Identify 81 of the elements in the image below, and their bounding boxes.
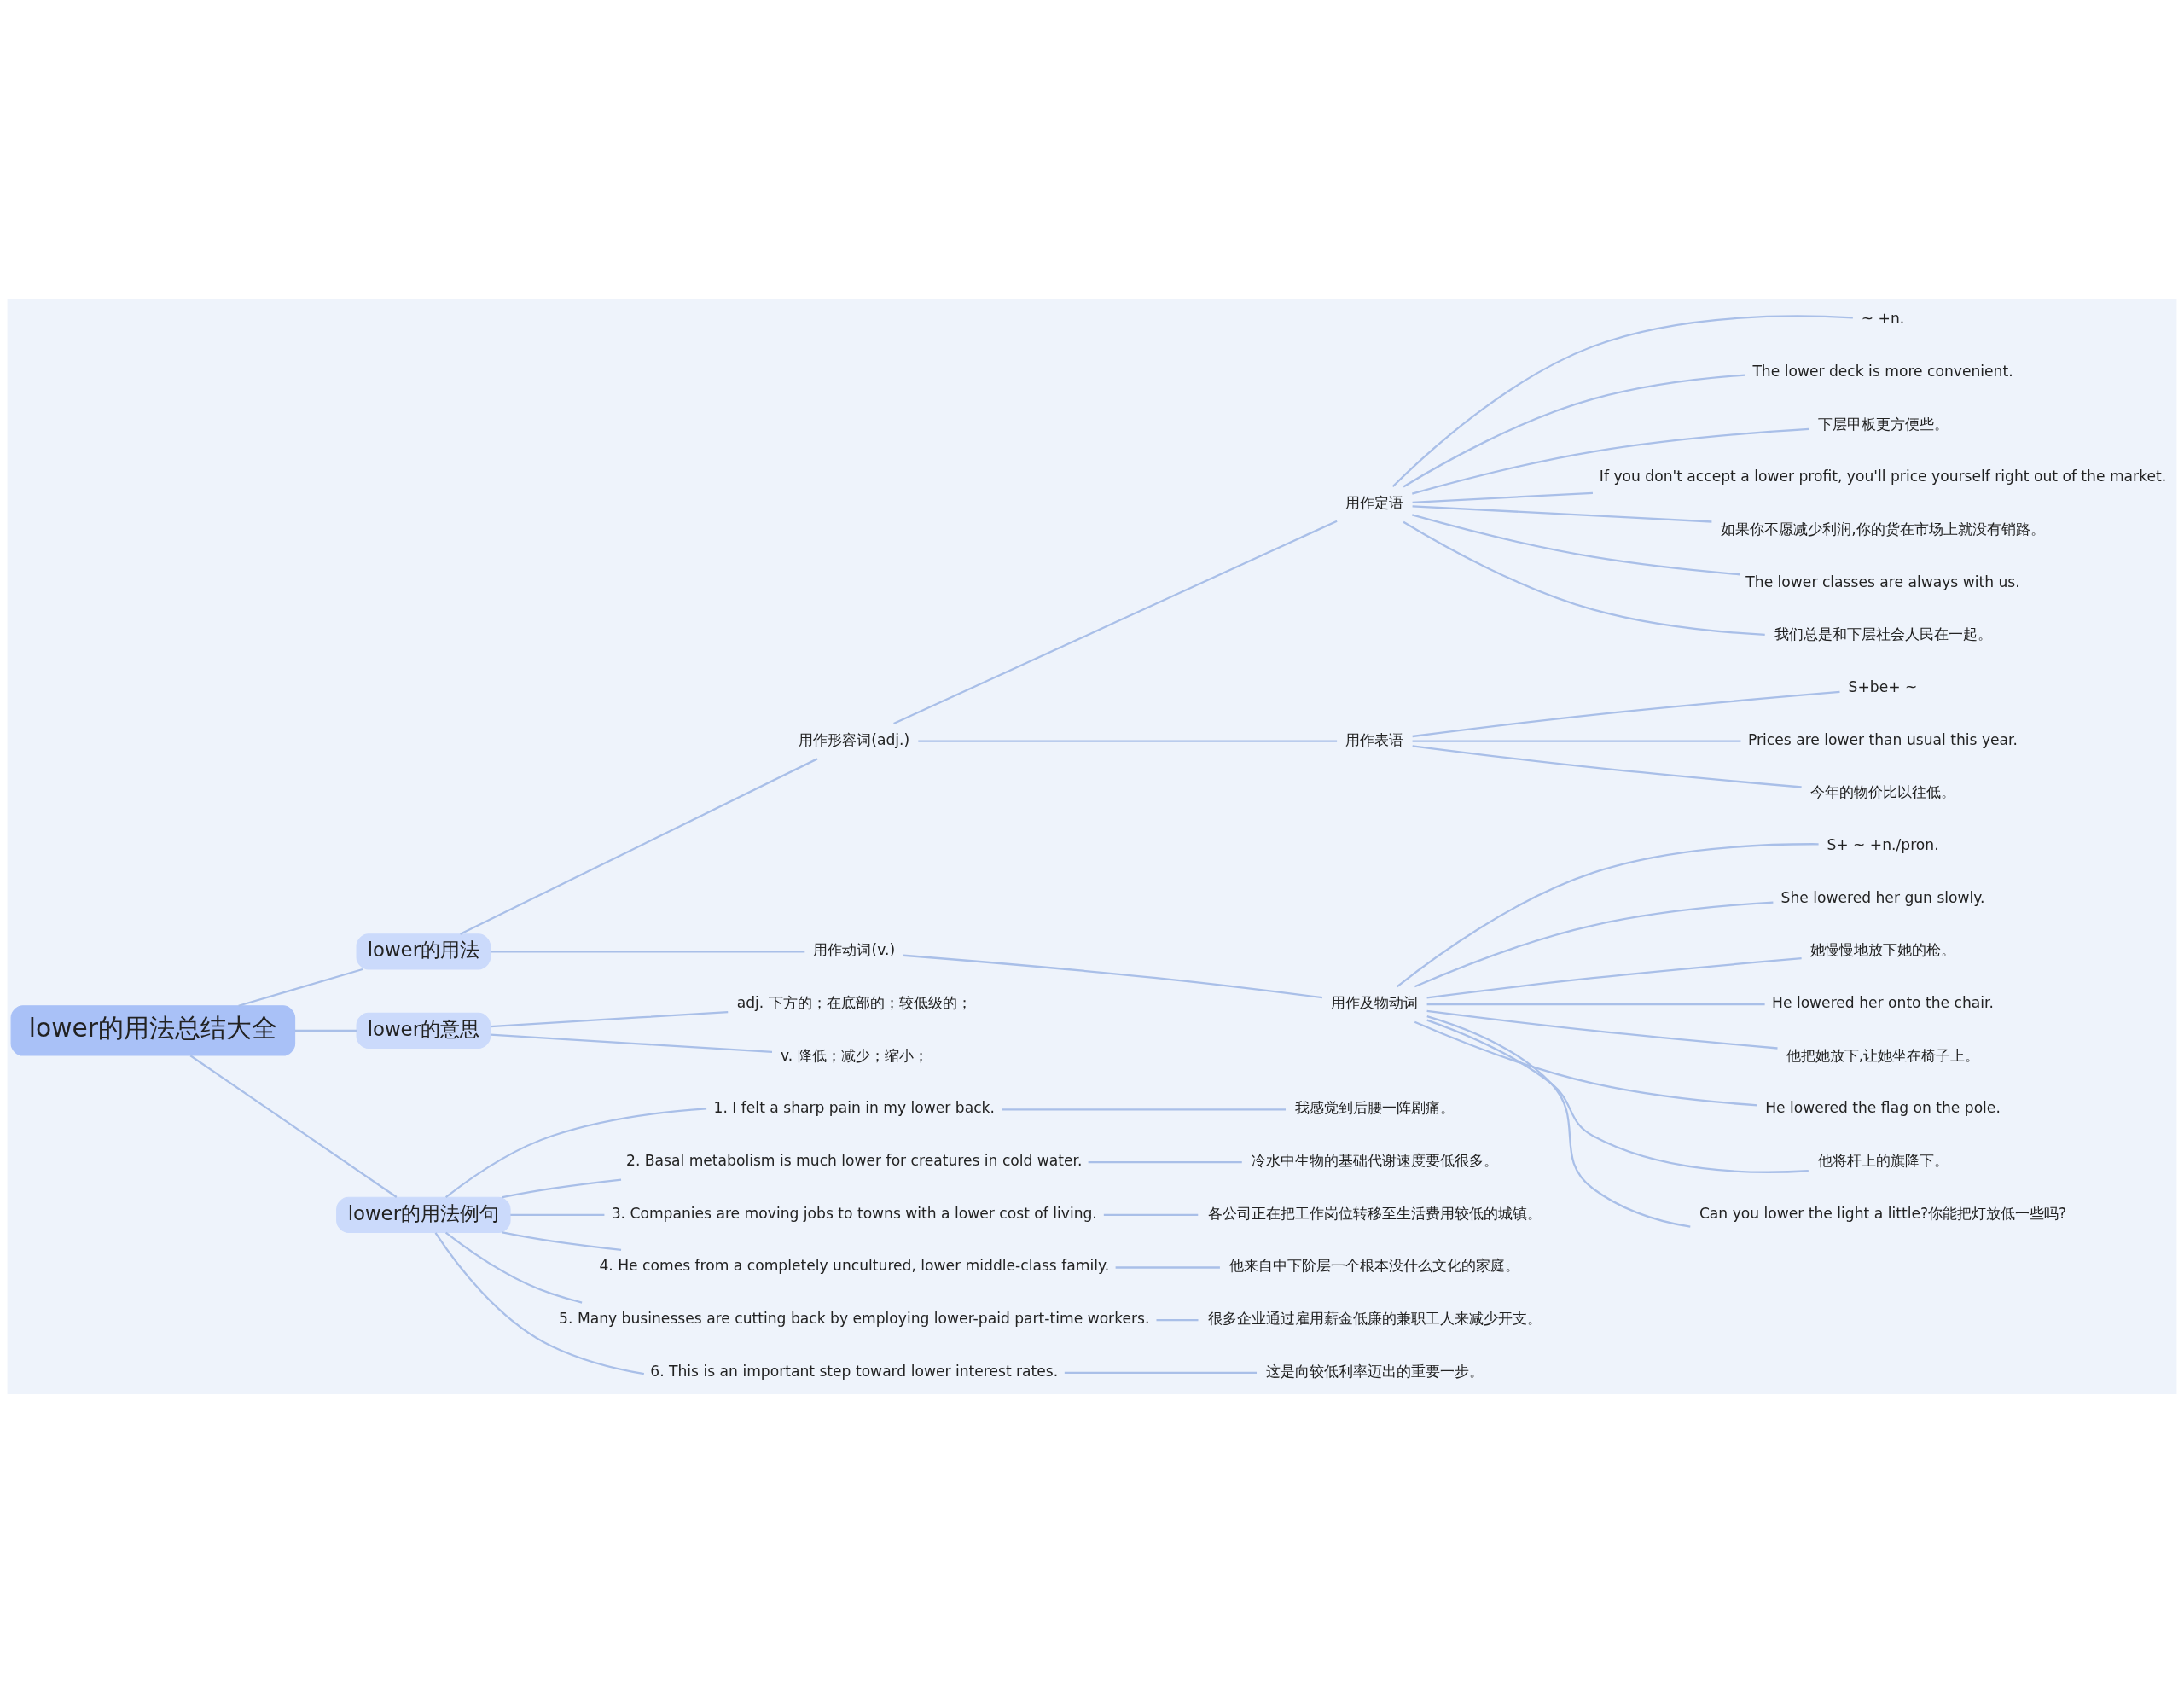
node-text: adj. 下方的；在底部的；较低级的； — [736, 993, 972, 1011]
node-text: He lowered her onto the chair. — [1772, 993, 1994, 1011]
node-text: 2. Basal metabolism is much lower for creatures in cold water. — [626, 1151, 1083, 1169]
node-text: He lowered the flag on the pole. — [1765, 1098, 2001, 1116]
node-text: 用作动词(v.) — [813, 940, 896, 958]
node-text: 5. Many businesses are cutting back by employing lower-paid part-time workers. — [559, 1309, 1150, 1327]
node-text: 3. Companies are moving jobs to towns with a lower cost of living. — [611, 1204, 1097, 1222]
connector — [502, 1178, 622, 1198]
connector — [490, 1010, 729, 1027]
connector — [1426, 1003, 1765, 1005]
node-text: 今年的物价比以往低。 — [1810, 782, 1956, 800]
connector — [903, 954, 1323, 998]
connector — [918, 740, 1338, 742]
node-text: 4. He comes from a completely uncultured, lower middle-class family. — [599, 1256, 1110, 1274]
connector — [510, 1213, 605, 1216]
connector — [490, 1033, 773, 1053]
connector — [490, 950, 805, 952]
connector — [434, 1231, 645, 1375]
connector — [1002, 1108, 1287, 1111]
node-text: 我感觉到后腰一阵剧痛。 — [1294, 1098, 1455, 1116]
connector — [189, 1054, 398, 1198]
connector — [502, 1230, 622, 1251]
node-text: 他将杆上的旗降下。 — [1817, 1151, 1949, 1169]
connector — [1064, 1371, 1257, 1374]
node-text: 冷水中生物的基础代谢速度要低很多。 — [1251, 1151, 1498, 1169]
node-text: S+ ~ +n./pron. — [1827, 835, 1939, 853]
connector — [1412, 491, 1593, 503]
node-text: 用作及物动词 — [1331, 993, 1419, 1011]
connector — [1088, 1160, 1242, 1163]
connector — [1412, 744, 1802, 788]
node-text: The lower deck is more convenient. — [1752, 362, 2013, 380]
connector — [1103, 1213, 1199, 1216]
node-box: lower的用法 — [356, 933, 491, 969]
connector — [444, 1107, 707, 1198]
node-text: 我们总是和下层社会人民在一起。 — [1774, 625, 1992, 642]
connector — [1412, 427, 1809, 495]
node-text: 如果你不愿减少利润,你的货在市场上就没有销路。 — [1721, 520, 2045, 538]
connector — [1391, 314, 1853, 487]
connector — [1414, 900, 1774, 987]
node-text: 很多企业通过雇用薪金低廉的兼职工人来减少开支。 — [1207, 1309, 1542, 1327]
connector — [1414, 1020, 1758, 1106]
node-text: 各公司正在把工作岗位转移至生活费用较低的城镇。 — [1207, 1204, 1542, 1222]
node-box: lower的用法例句 — [336, 1196, 511, 1233]
node-text: 他把她放下,让她坐在椅子上。 — [1786, 1046, 1980, 1064]
connector — [1156, 1318, 1199, 1321]
connector — [1426, 956, 1802, 998]
connector — [238, 968, 363, 1007]
connector — [1115, 1265, 1220, 1269]
connector — [1426, 1009, 1778, 1050]
connector — [1426, 1019, 1809, 1173]
node-text: 这是向较低利率迈出的重要一步。 — [1265, 1362, 1484, 1380]
connector — [1412, 513, 1740, 575]
node-text: She lowered her gun slowly. — [1780, 888, 1985, 906]
connector — [459, 757, 818, 935]
node-text: The lower classes are always with us. — [1745, 573, 2020, 590]
node-text: If you don't accept a lower profit, you'll price yourself right out of the market. — [1599, 467, 2167, 485]
connector — [444, 1231, 583, 1304]
connector — [893, 520, 1338, 724]
node-text: Can you lower the light a little?你能把灯放低一些吗? — [1699, 1204, 2067, 1222]
connector — [1403, 520, 1765, 636]
connector — [1412, 690, 1840, 737]
node-text: 用作表语 — [1345, 730, 1404, 748]
node-text: 用作形容词(adj.) — [799, 730, 910, 748]
connector — [294, 1029, 357, 1032]
node-text: ~ +n. — [1861, 309, 1905, 327]
node-text: 6. This is an important step toward lower interest rates. — [650, 1362, 1059, 1380]
node-text: v. 降低；减少；缩小； — [780, 1046, 928, 1064]
connector — [1396, 842, 1819, 987]
node-box: lower的意思 — [356, 1012, 491, 1049]
node-text: S+be+ ~ — [1848, 677, 1918, 695]
connector — [1426, 1015, 1691, 1228]
node-text: 用作定语 — [1345, 493, 1404, 511]
connector — [1412, 740, 1741, 742]
connector — [1403, 373, 1745, 487]
node-text: 下层甲板更方便些。 — [1817, 415, 1949, 432]
node-text: Prices are lower than usual this year. — [1748, 730, 2018, 748]
connector — [1412, 504, 1712, 523]
node-text: 他来自中下阶层一个根本没什么文化的家庭。 — [1229, 1256, 1520, 1274]
node-box: lower的用法总结大全 — [10, 1004, 296, 1056]
node-text: 她慢慢地放下她的枪。 — [1810, 940, 1956, 958]
node-text: 1. I felt a sharp pain in my lower back. — [713, 1098, 995, 1116]
